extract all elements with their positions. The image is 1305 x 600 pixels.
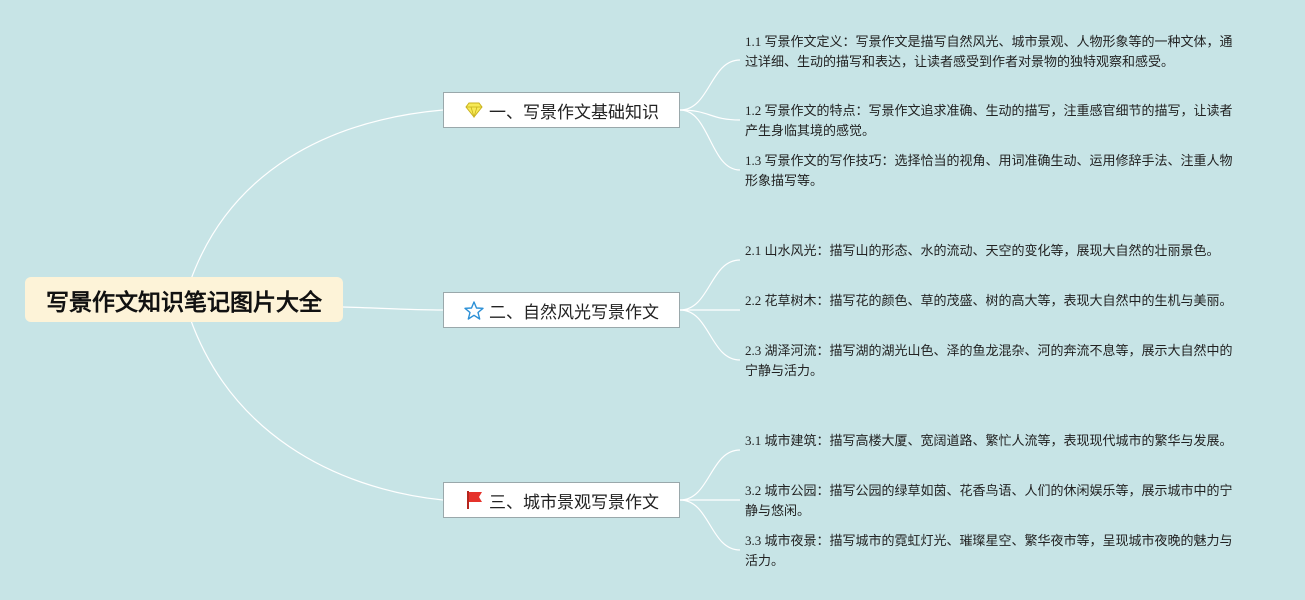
leaf-topic-1-3[interactable]: 1.3 写景作文的写作技巧：选择恰当的视角、用词准确生动、运用修辞手法、注重人物… xyxy=(745,153,1233,188)
branch-topic-1[interactable]: 一、写景作文基础知识 xyxy=(443,92,680,128)
branch-1-to-leaf-3-line xyxy=(679,109,741,171)
root-topic[interactable]: 写景作文知识笔记图片大全 xyxy=(25,277,343,322)
leaf-topic-3-1[interactable]: 3.1 城市建筑：描写高楼大厦、宽阔道路、繁忙人流等，表现现代城市的繁华与发展。 xyxy=(745,433,1233,448)
root-to-branch-1-line xyxy=(189,109,444,283)
branch-3-to-leaf-3-line xyxy=(679,499,741,551)
leaf-topic-2-2[interactable]: 2.2 花草树木：描写花的颜色、草的茂盛、树的高大等，表现大自然中的生机与美丽。 xyxy=(745,293,1233,308)
leaf-topic-1-2[interactable]: 1.2 写景作文的特点：写景作文追求准确、生动的描写，注重感官细节的描写，让读者… xyxy=(745,103,1233,138)
root-to-branch-3-line xyxy=(189,317,444,501)
branch-3-to-leaf-1-line xyxy=(679,449,741,501)
branch-1-to-leaf-1-line xyxy=(679,59,741,111)
star-icon xyxy=(464,300,484,320)
root-to-branch-2-line xyxy=(342,306,444,311)
diamond-icon xyxy=(464,100,484,120)
leaf-topic-1-1[interactable]: 1.1 写景作文定义：写景作文是描写自然风光、城市景观、人物形象等的一种文体，通… xyxy=(745,34,1233,69)
branch-topic-2[interactable]: 二、自然风光写景作文 xyxy=(443,292,680,328)
branch-label: 三、城市景观写景作文 xyxy=(489,492,659,513)
leaf-topic-3-3[interactable]: 3.3 城市夜景：描写城市的霓虹灯光、璀璨星空、繁华夜市等，呈现城市夜晚的魅力与… xyxy=(745,533,1233,568)
branch-1-to-leaf-2-line xyxy=(679,109,741,121)
root-title: 写景作文知识笔记图片大全 xyxy=(46,289,322,316)
branch-label: 一、写景作文基础知识 xyxy=(489,102,659,123)
leaf-topic-2-3[interactable]: 2.3 湖泽河流：描写湖的湖光山色、泽的鱼龙混杂、河的奔流不息等，展示大自然中的… xyxy=(745,343,1233,378)
branch-label: 二、自然风光写景作文 xyxy=(489,302,659,323)
leaf-topic-2-1[interactable]: 2.1 山水风光：描写山的形态、水的流动、天空的变化等，展现大自然的壮丽景色。 xyxy=(745,243,1220,258)
leaf-topic-3-2[interactable]: 3.2 城市公园：描写公园的绿草如茵、花香鸟语、人们的休闲娱乐等，展示城市中的宁… xyxy=(745,483,1233,518)
branch-topic-3[interactable]: 三、城市景观写景作文 xyxy=(443,482,680,518)
red-flag-icon xyxy=(464,490,484,510)
branch-2-to-leaf-1-line xyxy=(679,259,741,311)
branch-2-to-leaf-3-line xyxy=(679,309,741,361)
